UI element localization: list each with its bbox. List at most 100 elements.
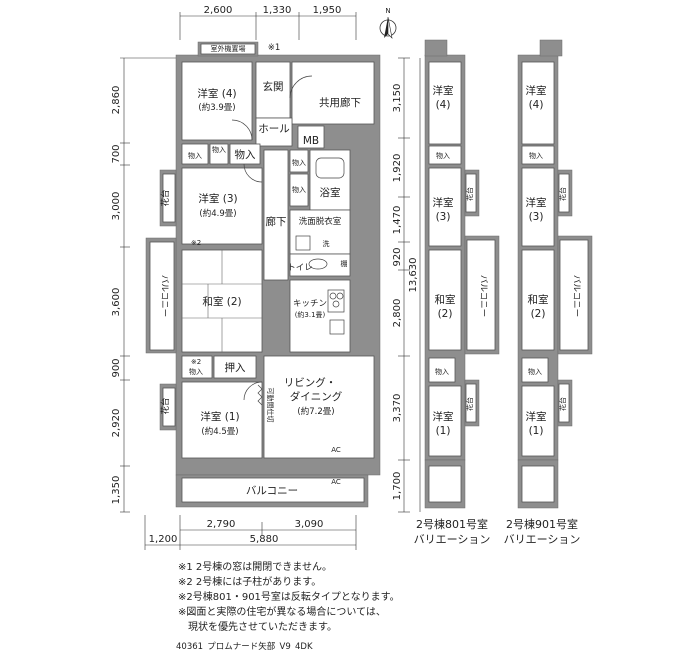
label-closet-b: 物入 — [212, 145, 226, 154]
variation-901: 洋室 (4) 物入 洋室 (3) 花台 和室 (2) バルコニー 物入 花台 洋… — [517, 39, 593, 509]
left-dimension-line: 2,860 700 3,000 3,600 900 2,920 1,350 — [111, 57, 176, 513]
dim-top-2: 1,330 — [263, 5, 292, 16]
room-closet-e — [289, 173, 309, 207]
size-kitchen: (約3.1畳) — [295, 310, 326, 319]
label-living-1: リビング・ — [284, 376, 337, 389]
label-closet-c: 物入 — [235, 148, 256, 161]
label-outdoor-unit: 室外機置場 — [211, 44, 246, 53]
label-hanadai-bottom: 花台 — [160, 397, 171, 414]
note-mark-2a: ※2 — [191, 239, 201, 247]
dim-right-4: 920 — [392, 247, 403, 266]
label-ac-2: AC — [331, 478, 341, 486]
north-arrow-icon: N — [379, 7, 397, 39]
size-living: (約7.2畳) — [297, 406, 334, 417]
label-toilet: トイレ — [287, 263, 313, 273]
v901-balcony: バルコニー — [571, 275, 581, 317]
v901-r4n: (4) — [529, 99, 544, 111]
v801-wan: (2) — [438, 308, 453, 320]
v901-hanadai-2: 花台 — [558, 397, 567, 411]
dim-left-5: 900 — [111, 358, 122, 377]
room-youshitsu3 — [181, 167, 263, 245]
v801-closet-1: 物入 — [436, 151, 450, 160]
dim-right-5: 2,800 — [392, 299, 403, 328]
tatami-pattern — [182, 250, 262, 352]
main-unit-plan: 洋室 (4) (約3.9畳) 玄関 ホール 共用廊下 MB 室外機置場 ※1 物… — [145, 41, 381, 508]
notes-block: ※1 2号棟の窓は開閉できません。 ※2 2号棟には子柱があります。 ※2号棟8… — [178, 560, 400, 633]
room-kyoyo-roka — [291, 61, 375, 125]
label-corridor: 廊下 — [266, 215, 287, 228]
dim-right-7: 1,700 — [392, 472, 403, 501]
label-youshitsu3: 洋室 (3) — [198, 192, 237, 205]
room-toilet — [289, 253, 351, 277]
sink-icon — [295, 235, 311, 251]
note-mark-1: ※1 — [268, 43, 281, 53]
label-closet-f: 物入 — [189, 367, 203, 376]
label-genkan: 玄関 — [263, 80, 284, 93]
dim-left-7: 1,350 — [111, 476, 122, 505]
dim-bottom-1: 2,790 — [207, 519, 236, 530]
label-youshitsu4: 洋室 (4) — [197, 87, 236, 100]
label-sen: 洗 — [323, 239, 330, 248]
stove-icon — [327, 289, 345, 313]
v901-r3: 洋室 — [526, 196, 547, 209]
dim-right-total: 13,630 — [408, 258, 419, 293]
room-corridor — [263, 149, 289, 281]
v901-r4: 洋室 — [526, 84, 547, 97]
label-bath: 浴室 — [320, 186, 341, 199]
v901-r1: 洋室 — [526, 410, 547, 423]
room-kitchen — [289, 279, 351, 353]
label-kadou: 可動間仕切 — [266, 388, 275, 423]
dim-bottom-offset: 1,200 — [149, 534, 178, 545]
kitchen-sink-icon — [329, 319, 345, 335]
label-oshiire: 押入 — [225, 361, 246, 374]
v801-balcony: バルコニー — [478, 275, 488, 317]
room-closet-f — [181, 355, 213, 379]
room-bath — [309, 149, 351, 211]
dim-right-6: 3,370 — [392, 394, 403, 423]
room-closet-c — [229, 143, 261, 165]
size-youshitsu4: (約3.9畳) — [198, 102, 235, 113]
v901-wan: (2) — [531, 308, 546, 320]
room-living — [263, 355, 375, 459]
label-senmen: 洗面脱衣室 — [299, 216, 342, 227]
door-swing-icon — [231, 119, 253, 141]
dim-left-4: 3,600 — [111, 288, 122, 317]
dim-right-1: 3,150 — [392, 84, 403, 113]
label-kyoyo-roka: 共用廊下 — [319, 96, 361, 109]
variation-801: 洋室 (4) 物入 洋室 (3) 花台 和室 (2) バルコニー 物入 花台 洋… — [424, 39, 500, 509]
v901-r3n: (3) — [529, 211, 544, 223]
room-mb — [297, 125, 325, 149]
label-tana: 棚 — [341, 259, 348, 268]
label-ac-1: AC — [331, 446, 341, 454]
note-5: 現状を優先させていただきます。 — [178, 620, 337, 633]
v901-closet-2: 物入 — [528, 367, 542, 376]
v801-caption-2: バリエーション — [414, 533, 491, 546]
room-youshitsu4 — [181, 61, 253, 141]
partition-icon — [257, 384, 263, 406]
dim-top-3: 1,950 — [313, 5, 342, 16]
label-youshitsu1: 洋室 (1) — [200, 410, 239, 423]
v801-r3n: (3) — [436, 211, 451, 223]
v801-r4n: (4) — [436, 99, 451, 111]
v801-wa: 和室 — [435, 293, 456, 306]
label-living-2: ダイニング — [290, 390, 343, 403]
room-closet-a — [181, 143, 209, 165]
bottom-dimension-line: 2,790 3,090 5,880 1,200 — [144, 515, 357, 550]
v901-caption-1: 2号棟901号室 — [506, 517, 578, 531]
room-closet-d — [289, 149, 309, 173]
v801-hanadai-2: 花台 — [465, 397, 474, 411]
label-hall: ホール — [258, 123, 290, 135]
dim-right-3: 1,470 — [392, 206, 403, 235]
dim-left-6: 2,920 — [111, 409, 122, 438]
toilet-icon — [308, 258, 328, 270]
note-4: ※図面と実際の住宅が異なる場合については、 — [178, 605, 386, 618]
v901-hanadai-1: 花台 — [558, 187, 567, 201]
v901-wa: 和室 — [528, 293, 549, 306]
room-senmen — [289, 209, 351, 255]
label-mb: MB — [303, 135, 319, 147]
label-closet-d: 物入 — [292, 158, 306, 167]
north-label: N — [385, 7, 390, 15]
right-dimension-line: 3,150 1,920 1,470 920 2,800 3,370 1,700 … — [392, 57, 421, 513]
dim-left-3: 3,000 — [111, 192, 122, 221]
note-mark-2b: ※2 — [191, 358, 201, 366]
